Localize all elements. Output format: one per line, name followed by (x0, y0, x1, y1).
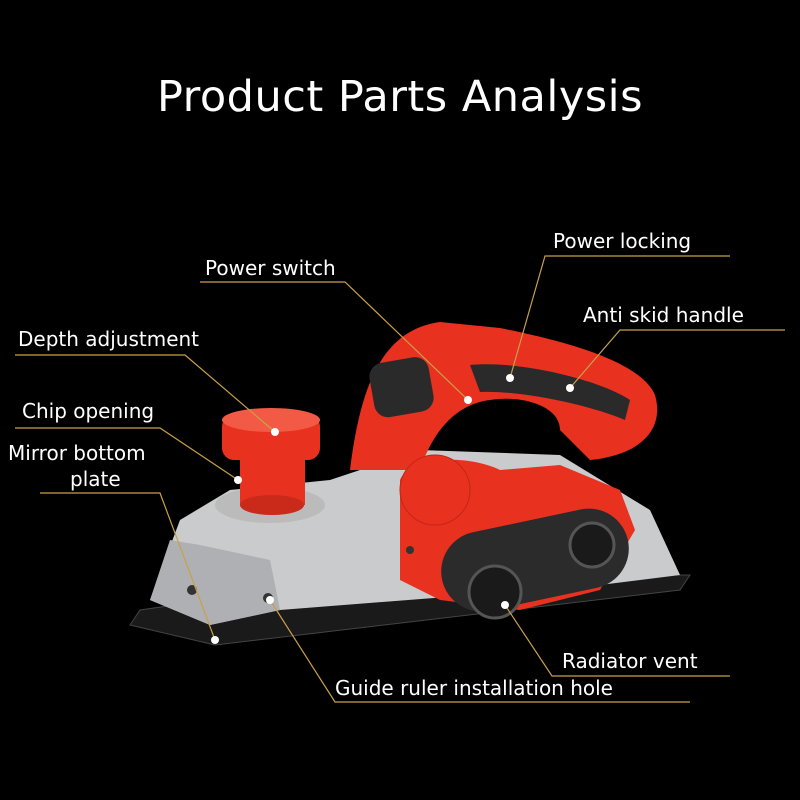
label-chip-opening: Chip opening (22, 399, 155, 423)
radiator-vent-icon (467, 564, 523, 620)
label-radiator-vent: Radiator vent (562, 649, 698, 673)
label-mirror-bottom-plate-2: plate (70, 467, 121, 491)
page-title: Product Parts Analysis (156, 72, 644, 122)
label-guide-ruler-installation-hole: Guide ruler installation hole (335, 676, 613, 700)
label-power-locking: Power locking (553, 229, 692, 253)
label-depth-adjustment: Depth adjustment (18, 327, 200, 351)
handle (350, 322, 658, 470)
callout-dots (211, 374, 574, 644)
label-mirror-bottom-plate-1: Mirror bottom (8, 441, 146, 465)
leader-lines (15, 255, 785, 703)
label-anti-skid-handle: Anti skid handle (583, 303, 744, 327)
label-power-switch: Power switch (205, 256, 336, 280)
